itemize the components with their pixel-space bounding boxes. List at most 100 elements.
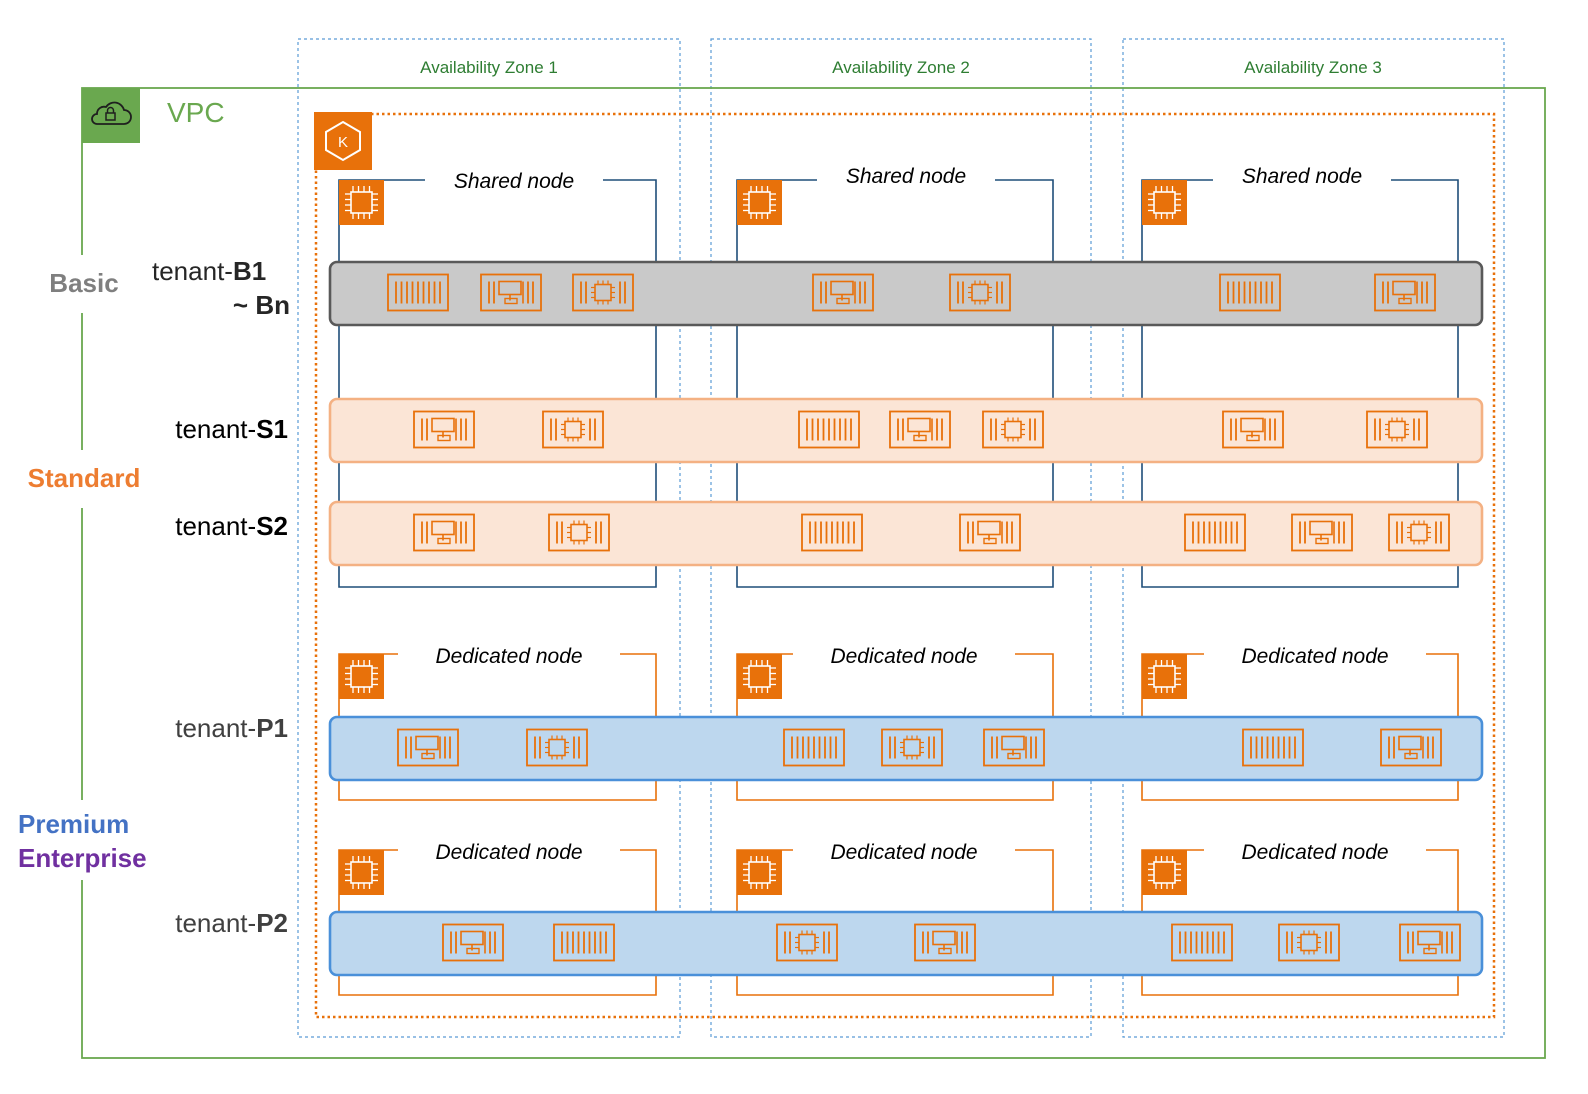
shared-node-chip-icon [737,180,782,225]
tenant-s1-name: S1 [256,414,288,444]
tier-premium-label: Premium [18,809,129,839]
tier-labels: Basic Standard Premium Enterprise [15,255,157,880]
server-pod-icon [480,273,542,312]
tenant-s1-prefix: tenant- [175,414,256,444]
eks-cluster: K [314,112,1496,1019]
shared-node-chip-icon [339,180,384,225]
vpc-label: VPC [167,97,225,128]
tier-enterprise-label: Enterprise [18,843,147,873]
dedicated-p2-node-chip-icon [339,850,384,895]
container-pod-icon [801,513,863,552]
availability-zone-1-label: Availability Zone 1 [420,58,558,77]
chip-pod-icon [881,728,943,767]
vpc-cloud-lock-icon [82,88,140,143]
eks-k-icon-letter: K [338,134,348,151]
chip-pod-icon [526,728,588,767]
shared-node-title: Shared node [454,170,574,193]
availability-zone-3-label: Availability Zone 3 [1244,58,1382,77]
tenant-p1-prefix: tenant- [175,713,256,743]
chip-pod-icon [542,410,604,449]
shared-node-title: Shared node [846,165,966,188]
tenant-p1-name: P1 [256,713,288,743]
server-pod-icon [397,728,459,767]
eks-cluster-border [314,112,1496,1019]
nodes: Shared node Shared node Shared nodeDedicat… [338,165,1459,996]
server-pod-icon [812,273,874,312]
tier-basic-label: Basic [49,268,118,298]
tenant-b1-name: B1 [233,256,266,286]
shared-node-title: Shared node [1242,165,1362,188]
vpc: VPC [81,87,1546,1059]
dedicated-p1-node-title: Dedicated node [1241,645,1388,668]
tenant-band-box [328,910,1484,977]
dedicated-p2-node-chip-icon [737,850,782,895]
shared-node-chip-icon [1142,180,1187,225]
eks-k-icon: K [314,112,372,170]
tenant-p2-prefix: tenant- [175,908,256,938]
server-pod-icon [1399,923,1461,962]
chip-pod-icon [1278,923,1340,962]
server-pod-icon [983,728,1045,767]
dedicated-p2-node-title: Dedicated node [435,841,582,864]
chip-pod-icon [982,410,1044,449]
tenant-bn-suffix: ~ Bn [233,290,290,320]
container-pod-icon [1219,273,1281,312]
tenant-s2-prefix: tenant- [175,511,256,541]
server-pod-icon [914,923,976,962]
tenant-labels: tenant-B1 ~ Bn tenant-S1 tenant-S2 tenan… [152,256,290,938]
dedicated-p2-node-chip-icon [1142,850,1187,895]
tenant-band-s1 [328,397,1484,464]
container-pod-icon [553,923,615,962]
chip-pod-icon [548,513,610,552]
tier-label-bg-standard [20,450,150,508]
tenant-band-box [328,260,1484,327]
dedicated-p1-node-title: Dedicated node [830,645,977,668]
container-pod-icon [1184,513,1246,552]
tier-standard-label: Standard [28,463,141,493]
tenant-band-box [328,500,1484,567]
dedicated-p1-node-title: Dedicated node [435,645,582,668]
dedicated-p1-node-chip-icon [339,654,384,699]
tier-label-bg-basic [30,255,140,313]
vpc-border [81,87,1546,1059]
tenant-s2-label: tenant-S2 [175,511,288,541]
tenant-s2-name: S2 [256,511,288,541]
tier-label-bg-premium [15,800,157,880]
tenant-p2-name: P2 [256,908,288,938]
dedicated-p1-node-chip-icon [737,654,782,699]
container-pod-icon [387,273,449,312]
tenant-band-b1 [328,260,1484,327]
server-pod-icon [1222,410,1284,449]
tenant-bands [328,260,1484,977]
tenant-p2-label: tenant-P2 [175,908,288,938]
chip-pod-icon [1388,513,1450,552]
tenant-b1-label: tenant-B1 [152,256,266,286]
dedicated-p2-node-title: Dedicated node [830,841,977,864]
chip-pod-icon [572,273,634,312]
server-pod-icon [1380,728,1442,767]
dedicated-p2-node-title: Dedicated node [1241,841,1388,864]
container-pod-icon [1242,728,1304,767]
tenant-band-box [328,715,1484,782]
tenant-p1-label: tenant-P1 [175,713,288,743]
chip-pod-icon [949,273,1011,312]
container-pod-icon [798,410,860,449]
server-pod-icon [889,410,951,449]
server-pod-icon [413,410,475,449]
tenant-band-p1 [328,715,1484,782]
tenant-band-s2 [328,500,1484,567]
server-pod-icon [959,513,1021,552]
container-pod-icon [783,728,845,767]
server-pod-icon [413,513,475,552]
dedicated-p1-node-chip-icon [1142,654,1187,699]
tenant-b1-prefix: tenant- [152,256,233,286]
tenant-band-p2 [328,910,1484,977]
container-pod-icon [1171,923,1233,962]
availability-zone-2-label: Availability Zone 2 [832,58,970,77]
tenant-s1-label: tenant-S1 [175,414,288,444]
chip-pod-icon [1366,410,1428,449]
server-pod-icon [1374,273,1436,312]
tenant-band-box [328,397,1484,464]
server-pod-icon [442,923,504,962]
